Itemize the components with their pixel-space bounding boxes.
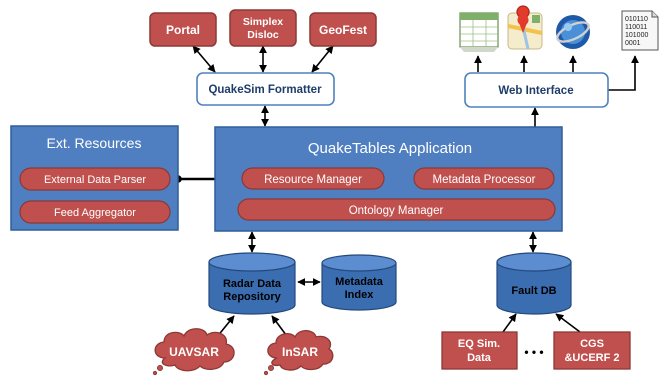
web-to-binary-arrow: [608, 55, 639, 91]
cgs-line-1: CGS: [580, 338, 604, 350]
insar-label: InSAR: [282, 345, 318, 359]
resource-manager-label: Resource Manager: [264, 174, 362, 186]
ellipsis-label: • • •: [524, 345, 543, 359]
metadata-processor-pill: [413, 167, 555, 190]
web-interface-box: Web Interface: [464, 72, 609, 108]
portal-box: Portal: [149, 12, 217, 47]
uavsar-cloud: UAVSAR: [152, 328, 235, 376]
binary-line-2: 110011: [625, 24, 647, 31]
cgs-ucerf-box: CGS &UCERF 2: [553, 331, 631, 370]
eqsim-fault-arrow: [502, 313, 517, 333]
quaketables-title: QuakeTables Application: [308, 140, 472, 157]
radar-data-repository-db: Radar Data Repository: [208, 252, 296, 315]
web-interface-label: Web Interface: [498, 85, 573, 97]
cgs-fault-arrow: [555, 313, 581, 333]
external-data-parser-label: External Data Parser: [44, 174, 146, 186]
radar-db-line-2: Repository: [223, 291, 281, 303]
binary-line-4: 0001: [625, 40, 641, 47]
feed-aggregator-pill: [19, 200, 171, 224]
binary-file-icon: 010110 110011 101000 0001: [621, 10, 659, 51]
cgs-line-2: &UCERF 2: [564, 352, 619, 364]
external-data-parser-pill: [19, 167, 171, 191]
metadata-db-line-1: Metadata: [335, 276, 384, 288]
simplex-disloc-box: Simplex Disloc: [229, 9, 297, 47]
eq-sim-data-box: EQ Sim. Data: [441, 331, 518, 370]
insar-cloud: InSAR: [263, 329, 334, 376]
binary-line-3: 101000: [625, 32, 648, 39]
globe-icon: [556, 15, 590, 49]
metadata-processor-label: Metadata Processor: [433, 174, 536, 186]
quaketables-app-box: QuakeTables Application Resource Manager…: [214, 126, 563, 232]
uavsar-label: UAVSAR: [169, 345, 219, 359]
feed-aggregator-label: Feed Aggregator: [54, 207, 136, 219]
geofest-label: GeoFest: [319, 23, 367, 37]
eq-sim-line-1: EQ Sim.: [458, 338, 500, 350]
map-pin-icon: [507, 5, 543, 50]
radar-db-line-1: Radar Data: [223, 278, 282, 290]
ext-resources-title: Ext. Resources: [47, 135, 142, 151]
metadata-index-db: Metadata Index: [321, 254, 397, 311]
quakesim-formatter-box: QuakeSim Formatter: [196, 72, 335, 106]
portal-label: Portal: [166, 23, 200, 37]
metadata-db-line-2: Index: [345, 289, 375, 301]
ontology-manager-label: Ontology Manager: [349, 205, 444, 217]
ontology-manager-pill: [237, 198, 556, 221]
binary-line-1: 010110: [625, 16, 648, 23]
formatter-label: QuakeSim Formatter: [208, 84, 322, 96]
geofest-formatter-arrow: [311, 45, 334, 73]
fault-db-label: Fault DB: [511, 285, 556, 297]
ext-resources-box: Ext. Resources External Data Parser Feed…: [10, 125, 179, 231]
geofest-box: GeoFest: [309, 12, 377, 47]
fault-db: Fault DB: [496, 252, 572, 315]
simplex-label: Simplex: [243, 16, 283, 28]
disloc-label: Disloc: [247, 29, 279, 41]
portal-formatter-arrow: [192, 45, 216, 73]
resource-manager-pill: [241, 167, 385, 190]
eq-sim-line-2: Data: [467, 352, 492, 364]
spreadsheet-icon: [459, 12, 499, 52]
